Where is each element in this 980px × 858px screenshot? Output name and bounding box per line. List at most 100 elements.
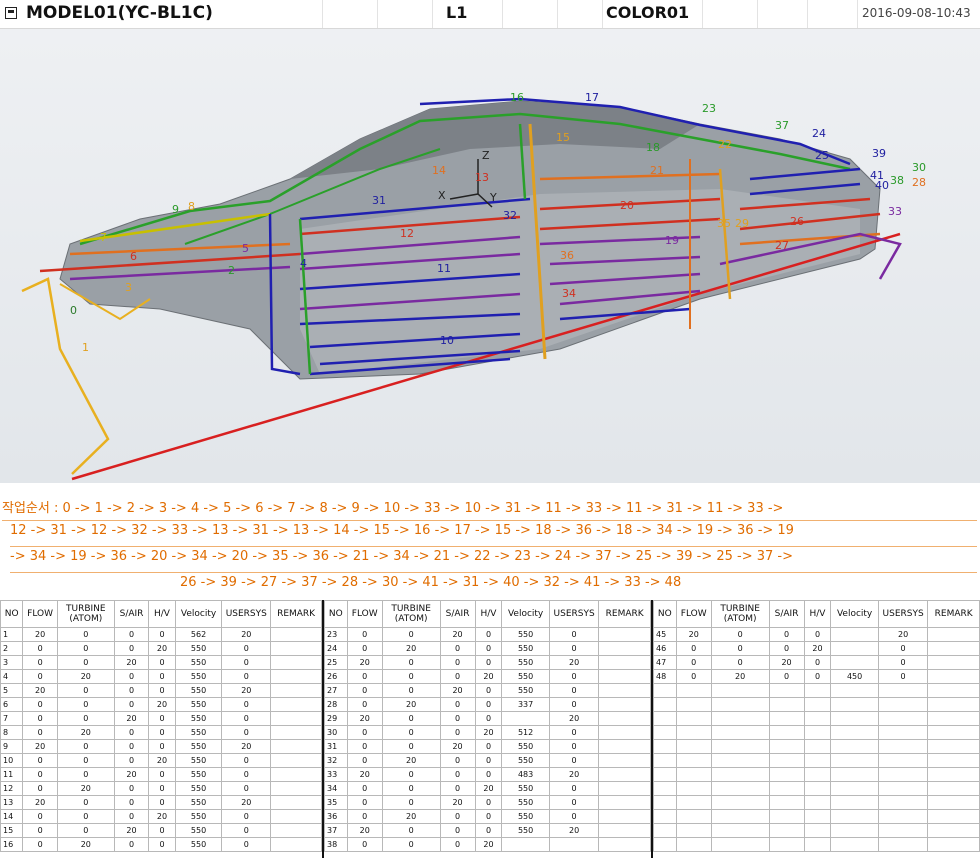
table-cell: 550 <box>174 683 223 698</box>
path-label: X <box>438 189 446 202</box>
path-label: 21 <box>650 164 664 177</box>
table-cell <box>653 753 677 768</box>
table-cell <box>675 725 712 740</box>
table-cell: 0 <box>548 781 600 796</box>
column-header: USERSYS <box>877 600 929 628</box>
table-cell <box>877 697 929 712</box>
path-label: 14 <box>432 164 446 177</box>
table-cell: 0 <box>439 641 476 656</box>
table-cell: 0 <box>439 655 476 670</box>
path-line <box>549 255 701 266</box>
table-cell: 550 <box>174 655 223 670</box>
table-cell: 550 <box>501 753 550 768</box>
column-header: Velocity <box>501 600 550 628</box>
path-label: 22 <box>718 138 732 151</box>
table-cell: 0 <box>439 753 476 768</box>
table-cell: 0 <box>113 627 150 642</box>
table-cell: 0 <box>148 739 176 754</box>
path-label: 10 <box>440 334 454 347</box>
table-cell: 0 <box>221 753 272 768</box>
column-header: REMARK <box>270 600 322 628</box>
table-cell: 0 <box>56 753 115 768</box>
table-cell <box>598 641 651 656</box>
table-cell: 0 <box>548 725 600 740</box>
table-cell: 0 <box>381 627 441 642</box>
table-cell: 0 <box>381 655 441 670</box>
table-cell <box>675 697 712 712</box>
path-label: 18 <box>646 141 660 154</box>
path-label: 33 <box>888 205 902 218</box>
table-cell <box>830 767 879 782</box>
table-cell: 37 <box>324 823 348 838</box>
table-cell: 550 <box>501 739 550 754</box>
path-label: 0 <box>70 304 77 317</box>
header-cell <box>807 0 858 28</box>
path-line <box>184 148 441 245</box>
table-cell <box>653 809 677 824</box>
table-cell: 4 <box>0 669 24 684</box>
column-header: S/AIR <box>768 600 805 628</box>
column-header: H/V <box>803 600 832 628</box>
table-row <box>653 795 980 810</box>
table-cell <box>803 823 832 838</box>
table-cell: 0 <box>439 669 476 684</box>
table-cell: 20 <box>803 641 832 656</box>
table-cell: 0 <box>113 795 150 810</box>
table-cell: 0 <box>346 739 383 754</box>
column-header: NO <box>653 600 677 628</box>
table-cell: 20 <box>22 739 58 754</box>
table-cell: 26 <box>324 669 348 684</box>
table-cell: 0 <box>381 711 441 726</box>
column-header-text: NO <box>4 609 19 619</box>
table-cell <box>653 725 677 740</box>
table-divider <box>651 600 653 858</box>
table-cell: 0 <box>22 837 58 852</box>
table-cell: 0 <box>548 669 600 684</box>
table-cell: 20 <box>439 739 476 754</box>
path-label: 16 <box>510 91 524 104</box>
table-cell <box>501 837 550 852</box>
header-cell <box>557 0 603 28</box>
table-cell: 20 <box>474 669 503 684</box>
path-label: Z <box>482 149 490 162</box>
table-cell: 0 <box>439 725 476 740</box>
table-cell <box>270 809 322 824</box>
sequence-line-4: 26 -> 39 -> 27 -> 37 -> 28 -> 30 -> 41 -… <box>180 575 682 590</box>
window-icon[interactable] <box>5 7 17 19</box>
column-header: USERSYS <box>221 600 272 628</box>
column-header-text: (ATOM) <box>723 614 757 624</box>
path-line <box>518 123 527 200</box>
table-cell: 0 <box>56 627 115 642</box>
color-label: COLOR01 <box>606 3 690 22</box>
table-cell <box>710 697 770 712</box>
table-cell: 0 <box>148 781 176 796</box>
table-cell: 0 <box>474 823 503 838</box>
table-cell: 0 <box>113 753 150 768</box>
table-cell: 0 <box>381 739 441 754</box>
table-cell <box>927 809 980 824</box>
table-cell: 0 <box>148 837 176 852</box>
table-cell: 0 <box>381 683 441 698</box>
table-cell <box>270 795 322 810</box>
column-header-text: USERSYS <box>882 609 924 619</box>
table-row <box>653 739 980 754</box>
table-cell: 20 <box>113 767 150 782</box>
column-header: REMARK <box>598 600 651 628</box>
table-cell: 20 <box>346 823 383 838</box>
table-cell: 0 <box>381 837 441 852</box>
table-cell: 0 <box>148 823 176 838</box>
table-cell: 0 <box>346 753 383 768</box>
table-cell: 0 <box>439 711 476 726</box>
table-cell <box>598 837 651 852</box>
